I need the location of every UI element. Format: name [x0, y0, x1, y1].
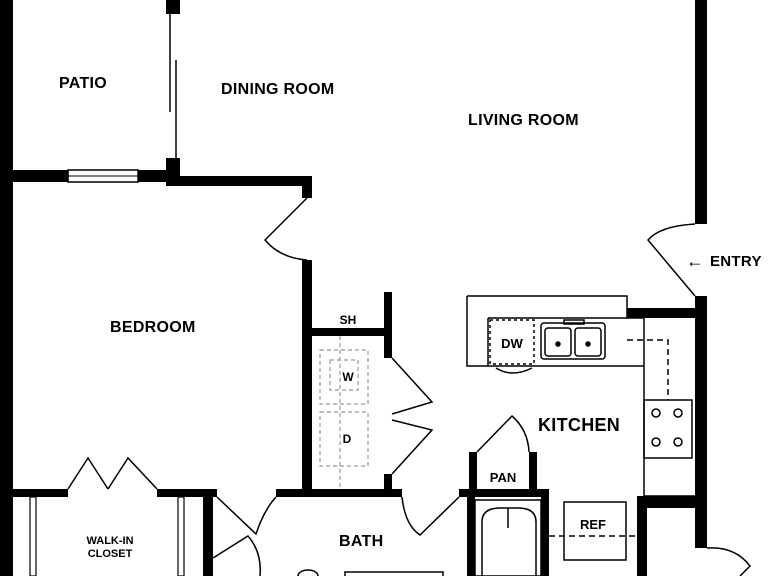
label-shelf: SH: [340, 313, 357, 327]
room-label-kitchen: KITCHEN: [538, 415, 620, 435]
dishwasher: [489, 319, 535, 365]
bedroom-door: [263, 197, 308, 261]
closet-bifold-right: [107, 456, 158, 490]
wall-bedroom-bottom-left: [0, 489, 68, 497]
wall-bedroom-door-jamb: [302, 176, 312, 198]
wall-pantry-left: [469, 452, 477, 496]
kitchen-peninsula-outline: [466, 296, 644, 367]
wall-ref-right: [637, 496, 707, 508]
wall-laundry-right-top: [384, 292, 392, 358]
bath-door: [216, 496, 277, 536]
sink-faucet: [563, 319, 585, 325]
kitchen-peninsula: [467, 295, 695, 497]
pantry-door: [476, 414, 530, 453]
closet-window-right: [177, 496, 185, 576]
room-label-patio: PATIO: [59, 75, 107, 92]
wall-bath-right: [467, 489, 475, 576]
wall-right-upper: [695, 0, 707, 224]
kitchen-fixtures: [466, 295, 695, 561]
laundry: [319, 336, 369, 489]
lower-right-door: [706, 547, 751, 576]
room-label-closet-2: CLOSET: [88, 548, 133, 560]
washer-inner: [329, 359, 359, 391]
dishwasher-swing: [495, 367, 533, 374]
room-label-bedroom: BEDROOM: [110, 319, 196, 336]
wall-kitchen-top: [627, 308, 697, 318]
room-label-closet-1: WALK-IN: [86, 535, 133, 547]
wall-bath-top: [276, 489, 402, 497]
wall-patio-stub-top: [166, 0, 180, 14]
wall-closet-right: [203, 489, 213, 576]
toilet: [297, 569, 319, 576]
upper-cabinets: [627, 339, 669, 400]
label-dryer: D: [343, 432, 352, 446]
entry-door: [647, 223, 696, 297]
sink-drain-right: [585, 341, 591, 347]
wall-bedroom-right: [302, 260, 312, 496]
laundry-bifold-bottom: [391, 419, 434, 475]
sink-left-basin: [544, 327, 572, 357]
wall-right-lower: [695, 296, 707, 548]
closet-window-left: [29, 496, 37, 576]
wall-ref-right-vertical: [637, 496, 647, 576]
refrigerator: [563, 501, 627, 561]
fixture-labels: SH W D DW PAN REF: [340, 313, 606, 532]
burner-3: [651, 437, 661, 447]
label-washer: W: [342, 370, 354, 384]
wall-bedroom-bottom-right: [157, 489, 217, 497]
room-label-living: LIVING ROOM: [468, 112, 579, 129]
windows: [29, 14, 185, 576]
room-labels: PATIO DINING ROOM LIVING ROOM BEDROOM KI…: [59, 75, 620, 560]
range: [643, 399, 693, 459]
burner-2: [673, 408, 683, 418]
bath-fixtures: [297, 499, 542, 576]
label-refrigerator: REF: [580, 517, 606, 532]
wall-tub-right: [541, 496, 549, 576]
sink-outer: [540, 322, 606, 360]
wall-bedroom-top-mid: [166, 176, 312, 186]
room-label-bath: BATH: [339, 533, 383, 550]
room-label-dining: DINING ROOM: [221, 81, 335, 98]
wall-laundry-right-bottom: [384, 474, 392, 496]
sink-drain-left: [555, 341, 561, 347]
burner-1: [651, 408, 661, 418]
label-pantry: PAN: [490, 470, 516, 485]
closet-door: [212, 535, 261, 576]
entry-arrow-icon: ←: [686, 251, 704, 271]
wall-pantry-bottom: [469, 489, 549, 497]
washer: [319, 349, 369, 405]
laundry-bifold-top: [391, 357, 434, 415]
wall-left-exterior: [0, 0, 13, 576]
closet-bifold-left: [67, 456, 109, 490]
label-dishwasher: DW: [501, 336, 523, 351]
entry-marker: ← ENTRY: [686, 251, 762, 271]
entry-label: ENTRY: [710, 253, 762, 270]
hall-door: [401, 496, 460, 536]
vanity: [344, 571, 444, 576]
tub: [474, 499, 542, 576]
wall-bedroom-top-left: [0, 170, 68, 182]
walls: [0, 0, 707, 576]
tub-inner: [481, 507, 537, 576]
dryer: [319, 411, 369, 467]
sink-right-basin: [574, 327, 602, 357]
doors: [67, 197, 751, 576]
burner-4: [673, 437, 683, 447]
wall-laundry-top: [302, 328, 392, 336]
wall-pantry-right: [529, 452, 537, 496]
